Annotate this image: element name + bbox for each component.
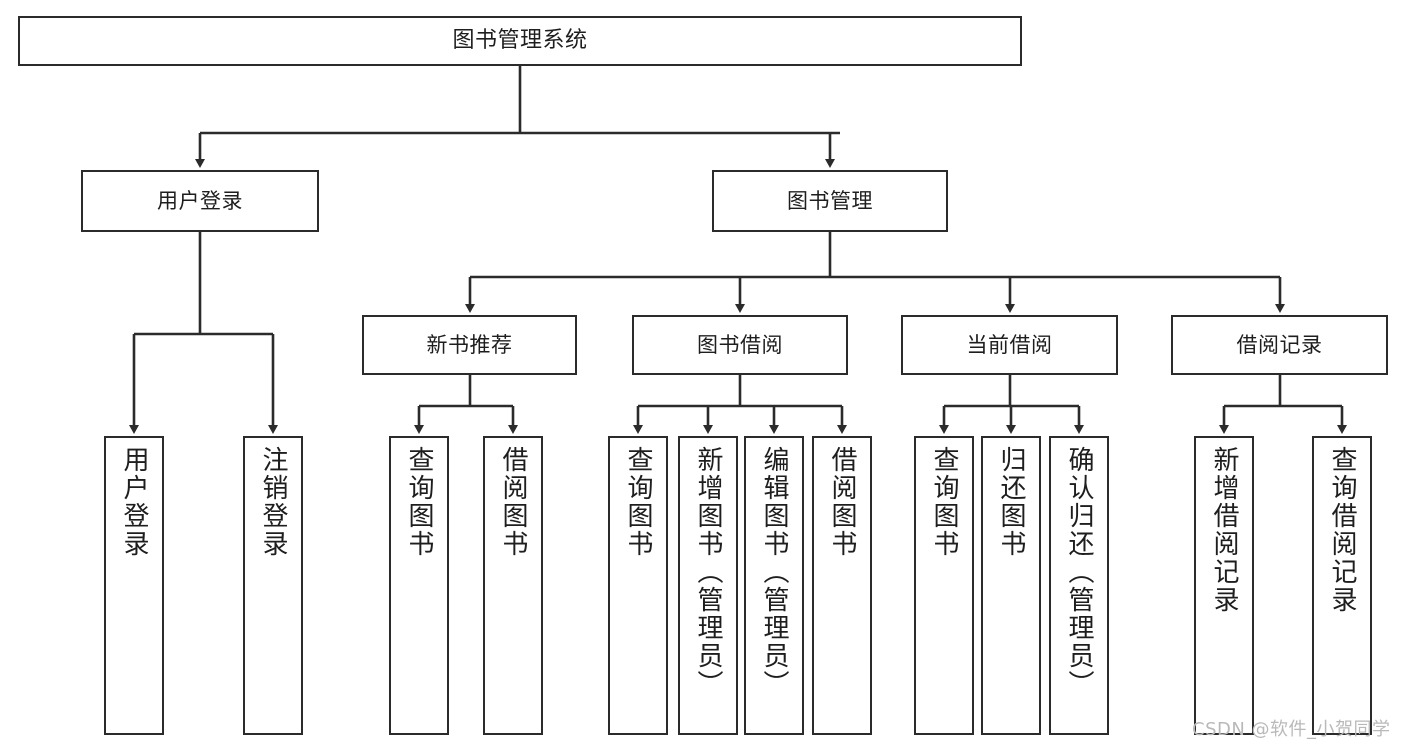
leaf-query-book-recommend[interactable]: 查询图书 bbox=[389, 436, 449, 735]
node-label: 图书管理 bbox=[787, 188, 873, 213]
leaf-add-borrow-record[interactable]: 新增借阅记录 bbox=[1194, 436, 1254, 735]
node-label: 确认归还（管理员） bbox=[1064, 446, 1094, 698]
node-label: 图书管理系统 bbox=[452, 28, 588, 54]
node-label: 当前借阅 bbox=[966, 332, 1053, 357]
leaf-user-login[interactable]: 用户登录 bbox=[104, 436, 164, 735]
node-label: 图书借阅 bbox=[697, 332, 783, 357]
leaf-confirm-return[interactable]: 确认归还（管理员） bbox=[1049, 436, 1109, 735]
leaf-borrow-book-recommend[interactable]: 借阅图书 bbox=[483, 436, 543, 735]
node-label: 新书推荐 bbox=[426, 332, 513, 357]
node-current-borrow[interactable]: 当前借阅 bbox=[901, 315, 1118, 375]
node-label: 用户登录 bbox=[157, 188, 243, 213]
leaf-return-book[interactable]: 归还图书 bbox=[981, 436, 1041, 735]
node-label: 新增借阅记录 bbox=[1209, 446, 1239, 614]
node-label: 查询借阅记录 bbox=[1327, 446, 1357, 614]
node-label: 用户登录 bbox=[119, 446, 149, 558]
node-new-book-recommend[interactable]: 新书推荐 bbox=[362, 315, 577, 375]
leaf-query-book-borrow[interactable]: 查询图书 bbox=[608, 436, 668, 735]
node-root-system[interactable]: 图书管理系统 bbox=[18, 16, 1022, 66]
leaf-borrow-book[interactable]: 借阅图书 bbox=[812, 436, 872, 735]
node-label: 借阅记录 bbox=[1236, 332, 1323, 357]
leaf-logout-login[interactable]: 注销登录 bbox=[243, 436, 303, 735]
node-label: 注销登录 bbox=[258, 446, 288, 558]
leaf-edit-book[interactable]: 编辑图书（管理员） bbox=[744, 436, 804, 735]
node-label: 新增图书（管理员） bbox=[693, 446, 723, 698]
node-label: 借阅图书 bbox=[827, 446, 857, 558]
node-book-borrow[interactable]: 图书借阅 bbox=[632, 315, 848, 375]
node-borrow-record[interactable]: 借阅记录 bbox=[1171, 315, 1388, 375]
node-book-manage[interactable]: 图书管理 bbox=[712, 170, 948, 232]
node-user-login[interactable]: 用户登录 bbox=[81, 170, 319, 232]
node-label: 查询图书 bbox=[623, 446, 653, 558]
node-label: 编辑图书（管理员） bbox=[759, 446, 789, 698]
leaf-query-book-current[interactable]: 查询图书 bbox=[914, 436, 974, 735]
node-label: 查询图书 bbox=[404, 446, 434, 558]
node-label: 查询图书 bbox=[929, 446, 959, 558]
leaf-add-book[interactable]: 新增图书（管理员） bbox=[678, 436, 738, 735]
node-label: 借阅图书 bbox=[498, 446, 528, 558]
node-label: 归还图书 bbox=[996, 446, 1026, 558]
csdn-watermark: CSDN @软件_小贺同学 bbox=[1192, 719, 1391, 740]
leaf-query-borrow-record[interactable]: 查询借阅记录 bbox=[1312, 436, 1372, 735]
